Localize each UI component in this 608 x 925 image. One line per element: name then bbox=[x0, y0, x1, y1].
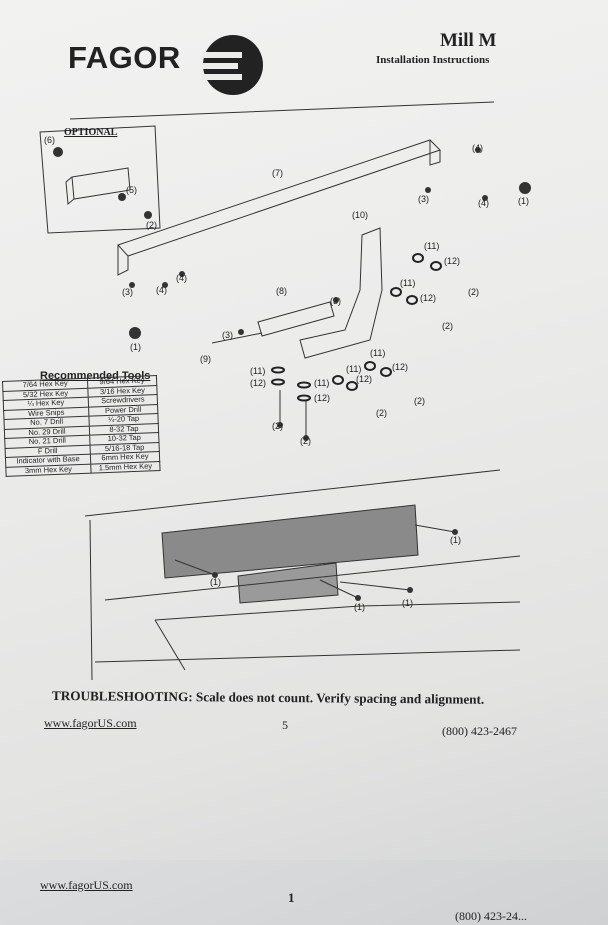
callout-3-bracket: (3) bbox=[330, 296, 341, 306]
callout-12-e: (12) bbox=[356, 374, 373, 384]
footer-phone: (800) 423-2467 bbox=[442, 724, 517, 738]
next-page-number: 1 bbox=[288, 890, 295, 905]
callout-4-right: (4) bbox=[478, 198, 489, 208]
callout-11-f: (11) bbox=[370, 348, 386, 358]
tools-cell: 1.5mm Hex Key bbox=[90, 461, 161, 474]
fagor-logo-icon bbox=[202, 35, 263, 95]
callout-3-top: (3) bbox=[418, 194, 429, 204]
callout-5: (5) bbox=[126, 185, 137, 195]
footer-website-link[interactable]: www.fagorUS.com bbox=[44, 716, 137, 730]
callout-11-b: (11) bbox=[400, 278, 416, 288]
callout-1-scale-left: (1) bbox=[210, 577, 221, 587]
callout-2-b: (2) bbox=[442, 321, 453, 331]
document-subtitle: Installation Instructions bbox=[376, 54, 490, 66]
callout-12-a: (12) bbox=[444, 256, 461, 266]
callout-2-optional: (2) bbox=[146, 220, 157, 230]
callout-2-f: (2) bbox=[300, 436, 311, 446]
callout-2-c: (2) bbox=[414, 396, 425, 406]
callout-2-e: (2) bbox=[272, 421, 283, 431]
next-page-website-link[interactable]: www.fagorUS.com bbox=[40, 878, 133, 892]
optional-label: OPTIONAL bbox=[64, 127, 118, 138]
manual-page bbox=[0, 0, 608, 860]
callout-4-mid: (4) bbox=[156, 285, 167, 295]
callout-12-b: (12) bbox=[420, 293, 437, 303]
callout-9: (9) bbox=[200, 354, 211, 364]
callout-1-scale-right: (1) bbox=[450, 535, 461, 545]
callout-7: (7) bbox=[272, 168, 283, 178]
callout-6: (6) bbox=[44, 135, 55, 145]
callout-11-e: (11) bbox=[346, 364, 362, 374]
callout-11-c: (11) bbox=[250, 366, 266, 376]
callout-4-left: (4) bbox=[176, 273, 187, 283]
callout-10: (10) bbox=[352, 210, 369, 220]
callout-11-a: (11) bbox=[424, 241, 440, 251]
callout-3-bracket-left: (3) bbox=[222, 330, 233, 340]
tools-title: Recommended Tools bbox=[40, 370, 151, 382]
callout-1-top: (1) bbox=[518, 196, 529, 206]
fagor-brand: FAGOR bbox=[68, 40, 181, 75]
callout-4-top: (4) bbox=[472, 143, 483, 153]
callout-2-d: (2) bbox=[376, 408, 387, 418]
callout-1-reader-b: (1) bbox=[402, 598, 413, 608]
product-name: Mill M bbox=[440, 30, 497, 51]
callout-1-reader-a: (1) bbox=[354, 602, 365, 612]
callout-3-left: (3) bbox=[122, 287, 133, 297]
callout-1-left: (1) bbox=[130, 342, 141, 352]
page-number: 5 bbox=[282, 718, 288, 732]
callout-12-d: (12) bbox=[314, 393, 331, 403]
callout-2-a: (2) bbox=[468, 287, 479, 297]
callout-12-c: (12) bbox=[250, 378, 267, 388]
callout-11-d: (11) bbox=[314, 378, 330, 388]
next-page-phone: (800) 423-24... bbox=[455, 909, 527, 923]
callout-8: (8) bbox=[276, 286, 287, 296]
callout-12-f: (12) bbox=[392, 362, 409, 372]
